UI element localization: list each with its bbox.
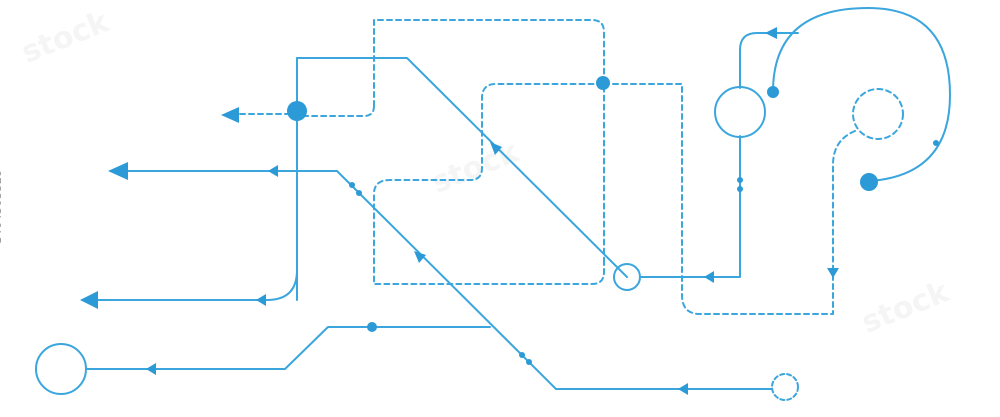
node-circle-center bbox=[613, 263, 641, 291]
arrow-left-icon bbox=[256, 294, 266, 306]
junction-node-lower bbox=[367, 322, 377, 332]
wire-upper-left bbox=[124, 170, 773, 390]
dashed-box-lower bbox=[373, 83, 605, 285]
wire-vertical-left bbox=[94, 57, 298, 301]
dot-small bbox=[526, 359, 532, 365]
dot-small bbox=[737, 177, 743, 183]
dashed-node-bottom-right bbox=[771, 373, 799, 401]
arrow-diagonal-icon bbox=[490, 142, 502, 155]
arrow-left-icon bbox=[221, 107, 239, 123]
wire-right-junction bbox=[639, 135, 741, 278]
wire-lower-left bbox=[85, 326, 491, 370]
dashed-node-top-right bbox=[852, 88, 904, 140]
dot-small bbox=[349, 182, 355, 188]
junction-node-top bbox=[596, 76, 610, 90]
node-circle-right bbox=[714, 86, 766, 138]
arrow-down-icon bbox=[827, 268, 839, 278]
junction-node-large bbox=[287, 101, 307, 121]
arrow-left-icon bbox=[108, 162, 128, 180]
dashed-question-curve bbox=[832, 130, 856, 271]
dot-small bbox=[737, 186, 743, 192]
arrow-left-icon bbox=[80, 291, 98, 309]
dashed-box-inner bbox=[299, 105, 375, 117]
dot-small bbox=[519, 352, 525, 358]
node-circle-left bbox=[35, 343, 87, 395]
junction-node-right bbox=[767, 86, 779, 98]
dashed-box-middle bbox=[603, 83, 834, 315]
arrow-left-icon bbox=[678, 383, 688, 395]
arrow-diagonal-icon bbox=[414, 251, 426, 263]
arrow-left-icon bbox=[704, 271, 714, 283]
junction-node-question bbox=[860, 173, 878, 191]
arrow-left-icon bbox=[268, 165, 278, 177]
wire-right-up bbox=[739, 32, 799, 89]
wire-question-arc bbox=[772, 7, 951, 182]
dot-small bbox=[356, 190, 362, 196]
dot-small bbox=[933, 140, 939, 146]
arrow-left-icon bbox=[765, 27, 777, 39]
arrow-left-icon bbox=[146, 363, 156, 375]
